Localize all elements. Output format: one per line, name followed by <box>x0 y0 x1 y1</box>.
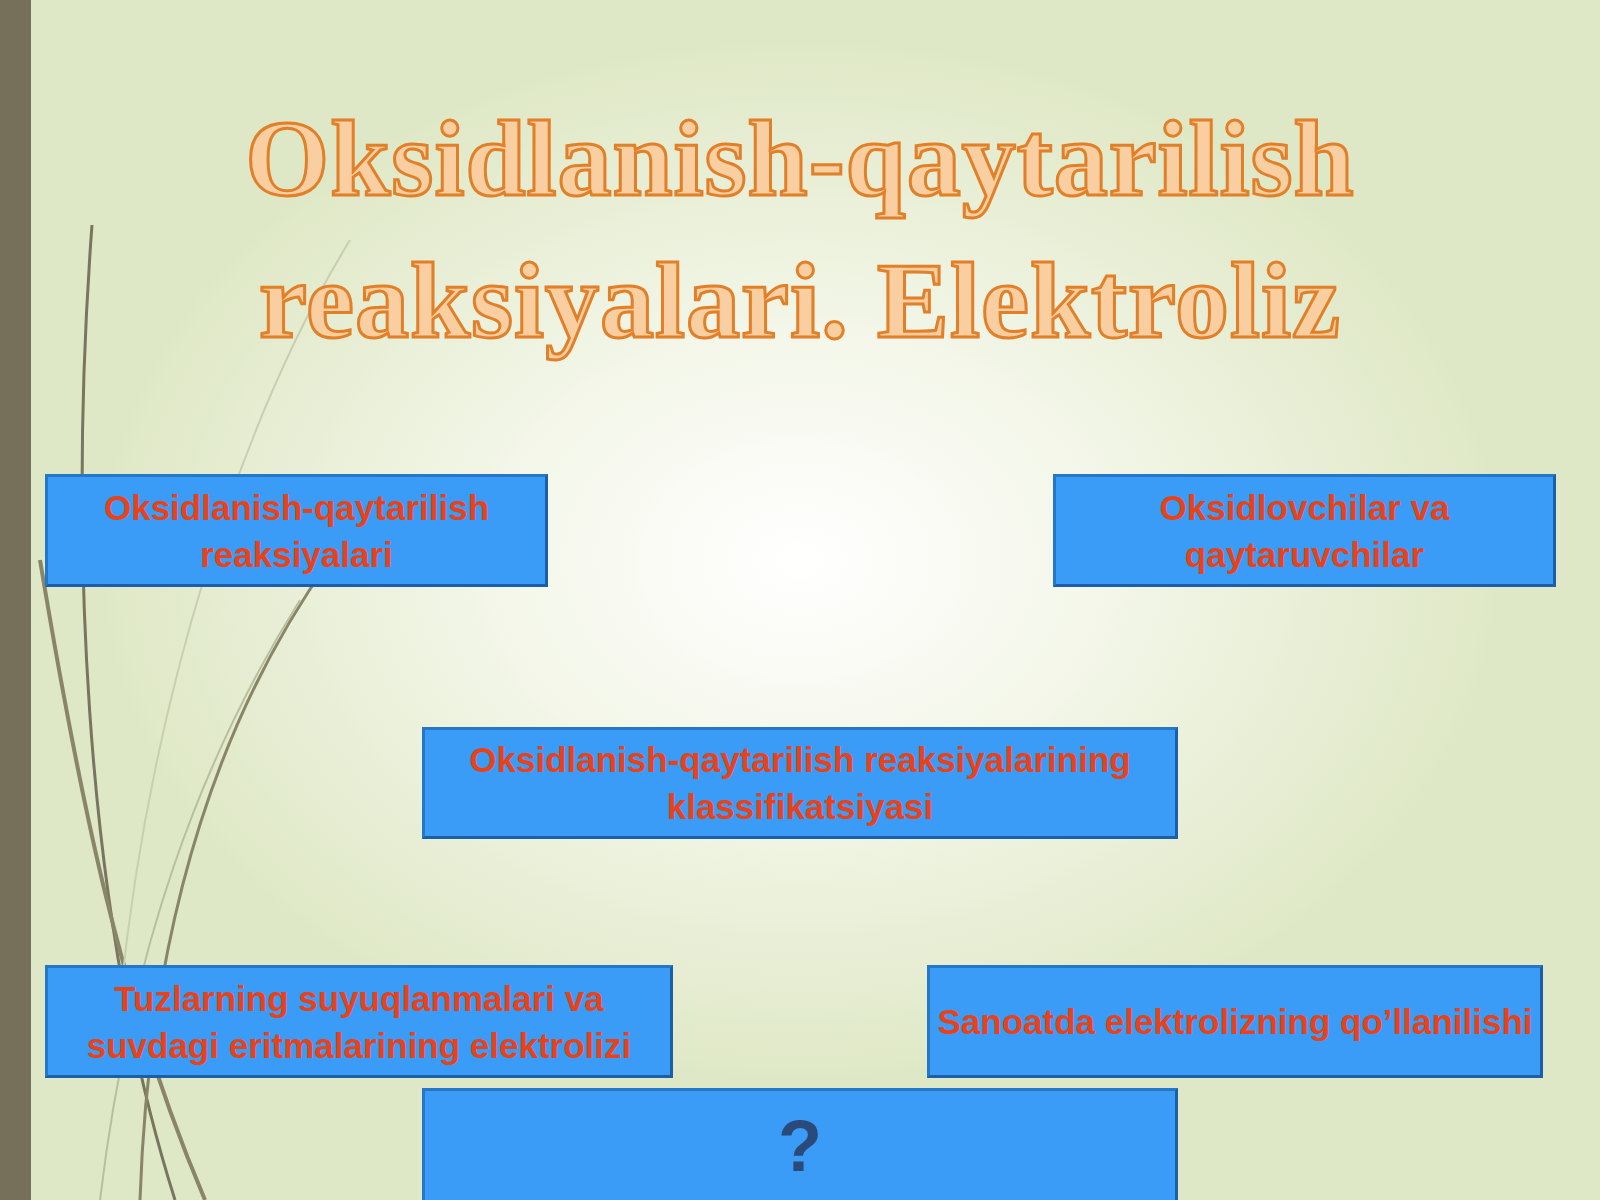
box-label: ? <box>778 1106 822 1186</box>
topic-box: Oksidlanish-qaytarilish reaksiyalari <box>45 474 548 587</box>
box-label: Oksidlanish-qaytarilish reaksiyalari <box>48 484 545 578</box>
slide-title: Oksidlanish-qaytarilish reaksiyalari. El… <box>130 88 1470 372</box>
box-label: Sanoatda elektrolizning qo’llanilishi <box>937 998 1532 1045</box>
box-label: Oksidlovchilar va qaytaruvchilar <box>1056 484 1553 578</box>
side-bar <box>0 0 31 1200</box>
topic-box: Sanoatda elektrolizning qo’llanilishi <box>927 965 1543 1078</box>
box-label: Oksidlanish-qaytarilish reaksiyalarining… <box>425 736 1175 830</box>
topic-box: Oksidlanish-qaytarilish reaksiyalarining… <box>422 727 1178 839</box>
topic-box: Tuzlarning suyuqlanmalari va suvdagi eri… <box>45 965 673 1078</box>
box-label: Tuzlarning suyuqlanmalari va suvdagi eri… <box>48 975 670 1069</box>
topic-box: ? <box>422 1088 1178 1200</box>
topic-box: Oksidlovchilar va qaytaruvchilar <box>1053 474 1556 587</box>
